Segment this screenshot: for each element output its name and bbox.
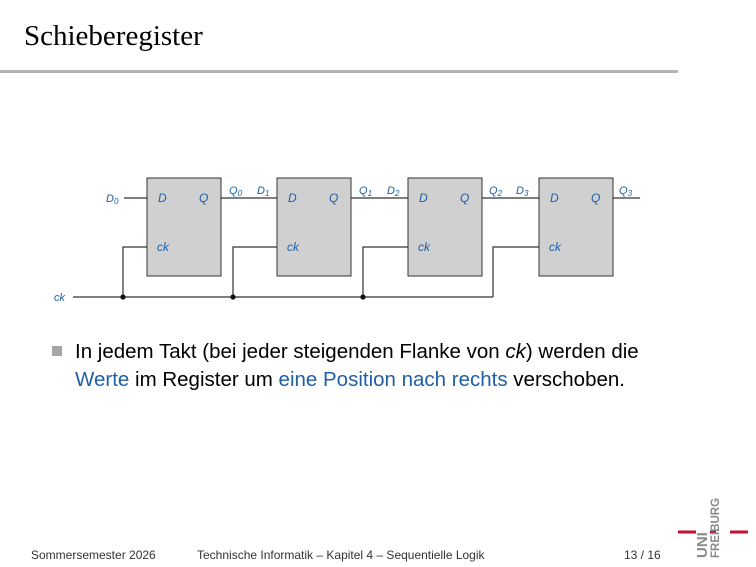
label-q2: Q2 xyxy=(489,185,503,198)
label-clock: ck xyxy=(54,292,66,304)
label-d3: D3 xyxy=(516,185,529,198)
flipflop-2-box xyxy=(407,177,483,277)
footer-page-number: 13 / 16 xyxy=(624,548,661,562)
ff2-d-pin: D xyxy=(419,191,428,205)
label-q3: Q3 xyxy=(619,185,633,198)
ff0-d-pin: D xyxy=(158,191,167,205)
university-logo: UNI FREIBURG xyxy=(678,498,748,558)
footer-course: Technische Informatik – Kapitel 4 – Sequ… xyxy=(197,548,485,562)
flipflop-3-box xyxy=(538,177,614,277)
title-rule xyxy=(0,70,678,73)
ff2-q-pin: Q xyxy=(460,191,469,205)
bullet-text-part3: im Register um xyxy=(129,368,279,391)
label-q1: Q1 xyxy=(359,185,372,198)
label-q0: Q0 xyxy=(229,185,243,198)
ff1-q-pin: Q xyxy=(329,191,338,205)
bullet-text-part4: verschoben. xyxy=(507,368,625,391)
highlight-werte: Werte xyxy=(75,368,130,391)
label-d2: D2 xyxy=(387,185,400,198)
logo-text-freiburg: FREIBURG xyxy=(710,498,722,558)
bullet-marker xyxy=(52,346,62,356)
label-d1: D1 xyxy=(257,185,269,198)
wire-clock-2 xyxy=(362,246,408,297)
wire-clock-1 xyxy=(232,246,277,297)
flipflop-1-box xyxy=(276,177,352,277)
wire-clock-3 xyxy=(492,246,539,297)
ff0-q-pin: Q xyxy=(199,191,208,205)
bullet-item: In jedem Takt (bei jeder steigenden Flan… xyxy=(52,338,692,394)
footer-semester: Sommersemester 2026 xyxy=(31,548,156,562)
logo-text-uni: UNI xyxy=(694,532,711,558)
bullet-text-part2: ) werden die xyxy=(525,340,639,363)
slide-title: Schieberegister xyxy=(24,20,203,52)
clock-junction-0 xyxy=(120,294,126,300)
highlight-position: eine Position nach rechts xyxy=(278,368,508,391)
ff0-ck-pin: ck xyxy=(157,240,170,254)
bullet-text-ck: ck xyxy=(505,340,526,363)
ff1-ck-pin: ck xyxy=(287,240,300,254)
flipflop-0-box xyxy=(146,177,222,277)
ff3-ck-pin: ck xyxy=(549,240,562,254)
clock-junction-1 xyxy=(230,294,236,300)
ff2-ck-pin: ck xyxy=(418,240,431,254)
ff3-d-pin: D xyxy=(550,191,559,205)
clock-junction-2 xyxy=(360,294,366,300)
bullet-text: In jedem Takt (bei jeder steigenden Flan… xyxy=(75,338,692,394)
bullet-text-part1: In jedem Takt (bei jeder steigenden Flan… xyxy=(75,340,506,363)
ff3-q-pin: Q xyxy=(591,191,600,205)
label-d0: D0 xyxy=(106,193,119,206)
ff1-d-pin: D xyxy=(288,191,297,205)
wire-clock-0 xyxy=(122,246,147,297)
